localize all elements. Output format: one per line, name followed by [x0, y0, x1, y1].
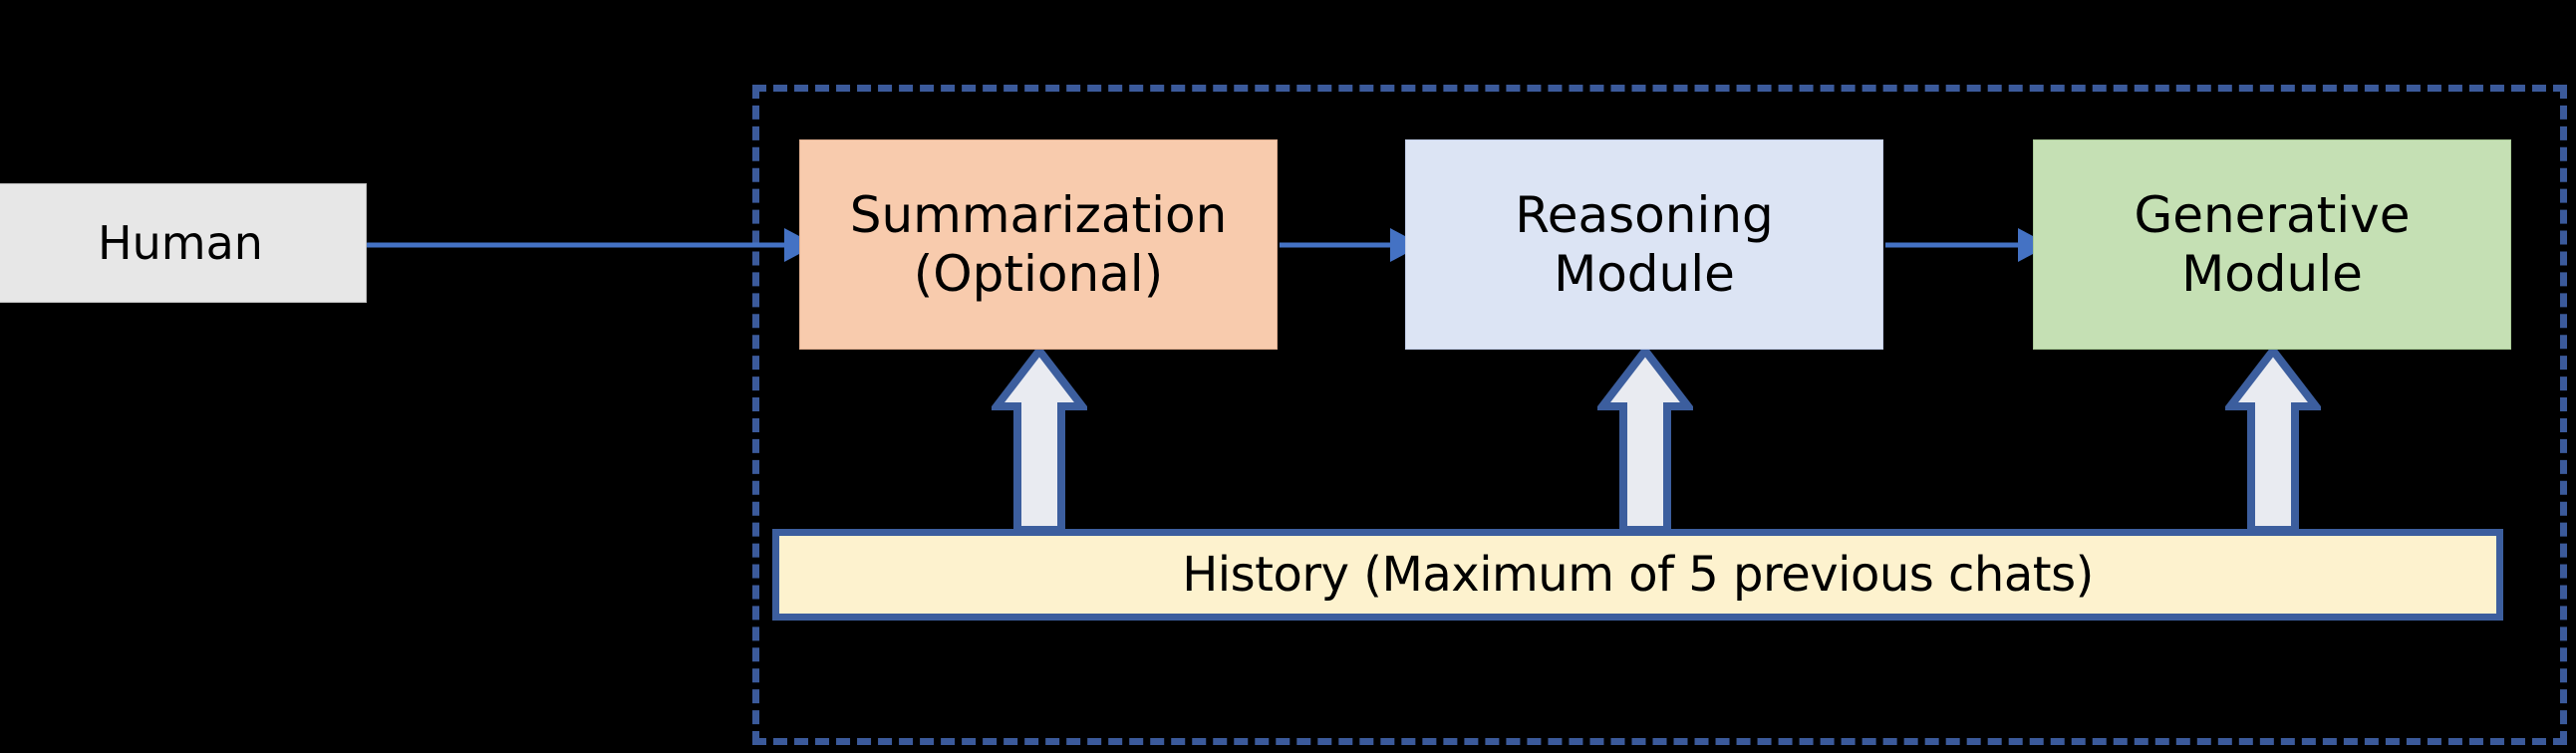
node-summarization[interactable]: Summarization (Optional)	[799, 139, 1278, 350]
node-reasoning-module[interactable]: Reasoning Module	[1405, 139, 1883, 350]
node-history[interactable]: History (Maximum of 5 previous chats)	[772, 529, 2503, 621]
node-generative-module[interactable]: Generative Module	[2033, 139, 2511, 350]
agent-boundary-dashed-container	[752, 85, 2567, 745]
block-arrow-history-to-summarization	[992, 347, 1087, 534]
block-arrow-history-to-reasoning	[1597, 347, 1693, 534]
block-arrow-history-to-generative	[2225, 347, 2321, 534]
node-human[interactable]: Human	[0, 183, 367, 303]
